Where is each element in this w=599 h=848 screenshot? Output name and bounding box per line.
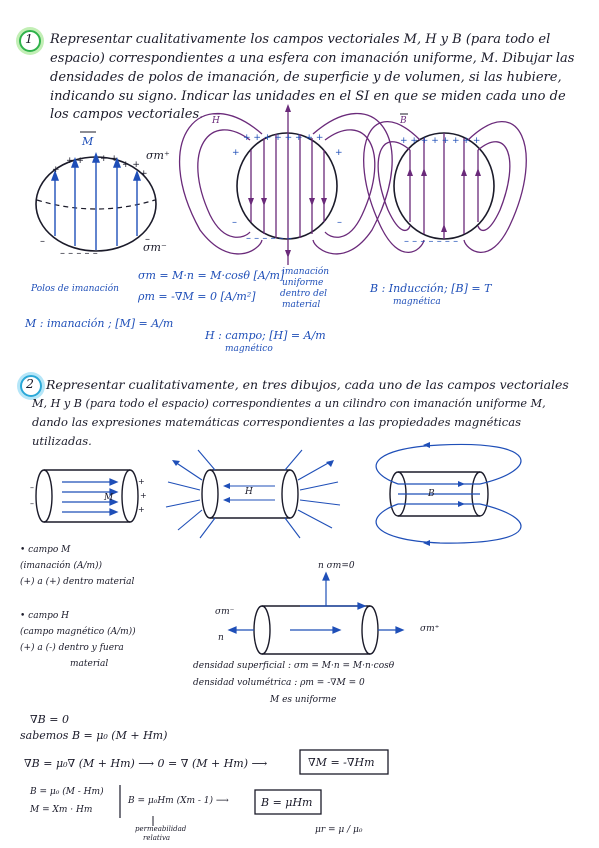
problem-1-number: 1 — [25, 31, 33, 46]
svg-text:+: + — [52, 165, 60, 175]
svg-text:–: – — [30, 499, 34, 508]
sigma-minus-label: σm⁻ — [143, 241, 167, 254]
eq-box-2: B = μHm — [261, 796, 313, 809]
problem-2-line-4: utilizadas. — [32, 434, 92, 448]
cylinder-B-drawing — [375, 442, 522, 546]
n-left-label: n — [218, 633, 224, 643]
B-eq-2: B = μ₀Hm (Xm - 1) ⟶ — [128, 796, 229, 806]
cylinder-H-label: H — [245, 487, 253, 497]
imanacion-note-2: uniforme — [282, 278, 324, 288]
notes-M-3: (+) a (+) dentro material — [20, 577, 135, 587]
svg-text:+ +: + + — [122, 160, 140, 170]
rho-equation: ρm = -∇M = 0 [A/m²] — [138, 290, 256, 303]
problem-1-marker — [19, 30, 41, 52]
sphere-M-label: M — [82, 135, 94, 148]
B-units-c: ; [B] = T — [444, 282, 492, 295]
sigma-plus-cyl: σm⁺ — [420, 624, 440, 634]
imanacion-note-4: material — [282, 300, 321, 310]
notes-M-2: (imanación (A/m)) — [20, 561, 103, 571]
svg-text:+ + + + + + + +: + + + + + + + + — [243, 133, 323, 143]
imanacion-note-1: imanación — [282, 267, 330, 277]
problem-1-line-4: indicando su signo. Indicar las unidades… — [50, 89, 566, 104]
dens-vol: densidad volumétrica : ρm = -∇M = 0 — [193, 678, 365, 688]
svg-text:–: – — [337, 217, 342, 228]
dens-sup: densidad superficial : σm = M·n = M·n·co… — [193, 661, 395, 671]
svg-text:– – – – – –: – – – – – – — [246, 233, 292, 244]
problem-2-marker — [20, 375, 42, 397]
svg-text:+: + — [232, 148, 240, 158]
sphere-B-drawing: + + + + + + + + – – – – – – – — [363, 113, 527, 254]
svg-text:+ +: + + — [66, 156, 84, 166]
notes-M-1: • campo M — [20, 545, 71, 555]
notes-H-1: • campo H — [20, 611, 69, 621]
svg-text:+ +: + + — [100, 154, 118, 164]
svg-text:–: – — [30, 483, 34, 492]
sphere-M-drawing: + + + + + + + + – – – – – – – — [35, 131, 157, 259]
problem-2-line-2: M, H y B (para todo el espacio) correspo… — [32, 397, 546, 410]
svg-text:–: – — [145, 234, 150, 245]
svg-text:+: + — [140, 491, 147, 500]
M-uniforme: M es uniforme — [270, 695, 337, 705]
imanacion-note-3: dentro del — [280, 289, 328, 299]
problem-1-line-5: los campos vectoriales. — [50, 107, 204, 122]
svg-text:– – – – – – –: – – – – – – – — [404, 236, 458, 247]
sigma-plus-label: σm⁺ — [146, 149, 170, 162]
sigma-equation: σm = M·n = M·cosθ [A/m] — [138, 269, 285, 282]
sphere-B-label: B — [400, 116, 407, 126]
sabemos: sabemos B = μ₀ (M + Hm) — [20, 729, 168, 742]
sphere-H-label: H — [212, 116, 220, 126]
H-units-b: magnético — [225, 344, 273, 354]
H-units-c: ; [H] = A/m — [262, 329, 326, 342]
svg-text:–: – — [232, 217, 237, 228]
notes-H-4: material — [70, 659, 109, 669]
problem-2-line-1: Representar cualitativamente, en tres di… — [46, 377, 569, 392]
problem-1-line-1: Representar cualitativamente los campos … — [50, 32, 551, 47]
cylinder-M-drawing: + + + – – — [30, 469, 147, 523]
svg-text:+: + — [140, 169, 148, 179]
svg-text:+: + — [138, 505, 145, 514]
notes-H-2: (campo magnético (A/m)) — [20, 627, 136, 637]
B-units-a: B : Inducción — [370, 282, 444, 295]
svg-text:–: – — [40, 236, 45, 247]
cylinder-normals-drawing — [227, 571, 405, 655]
eq-box-1: ∇M = -∇Hm — [308, 756, 375, 769]
M-units: M : imanación ; [M] = A/m — [25, 317, 174, 330]
mu-r: μr = μ / μ₀ — [315, 825, 363, 835]
sphere-H-drawing: + + + + + + + + + + – – – – – – – – — [178, 104, 393, 265]
n-sigma0-label: n σm=0 — [318, 561, 355, 571]
svg-text:+: + — [335, 148, 343, 158]
H-units-a: H : campo — [205, 329, 263, 342]
svg-text:– – – – –: – – – – – — [60, 248, 98, 259]
B-eq-1: B = μ₀ (M - Hm) — [30, 787, 104, 797]
sigma-minus-cyl: σm⁻ — [215, 607, 235, 617]
cylinder-M-label: M — [104, 493, 114, 503]
svg-text:+: + — [138, 477, 145, 486]
notes-H-3: (+) a (-) dentro y fuera — [20, 643, 124, 653]
permeabilidad-label: permeabilidad — [135, 825, 187, 833]
problem-1-line-3: densidades de polos de imanación, de sup… — [50, 70, 562, 85]
problem-1-line-2: espacio) correspondientes a una esfera c… — [50, 51, 575, 66]
problem-2-number: 2 — [26, 376, 34, 391]
relativa-label: relativa — [143, 834, 171, 842]
cylinder-B-label: B — [428, 489, 435, 499]
svg-text:+ + + + + + + +: + + + + + + + + — [400, 136, 480, 146]
problem-2-line-3: dando las expresiones matemáticas corres… — [32, 415, 521, 429]
divB: ∇B = 0 — [30, 713, 69, 726]
polos-label: Polos de imanación — [31, 284, 119, 294]
cylinder-H-drawing — [165, 449, 341, 539]
B-units-b: magnética — [393, 297, 441, 307]
eq-chain: ∇B = μ₀∇ (M + Hm) ⟶ 0 = ∇ (M + Hm) ⟶ — [24, 757, 268, 770]
M-eq: M = Xm · Hm — [30, 805, 93, 815]
